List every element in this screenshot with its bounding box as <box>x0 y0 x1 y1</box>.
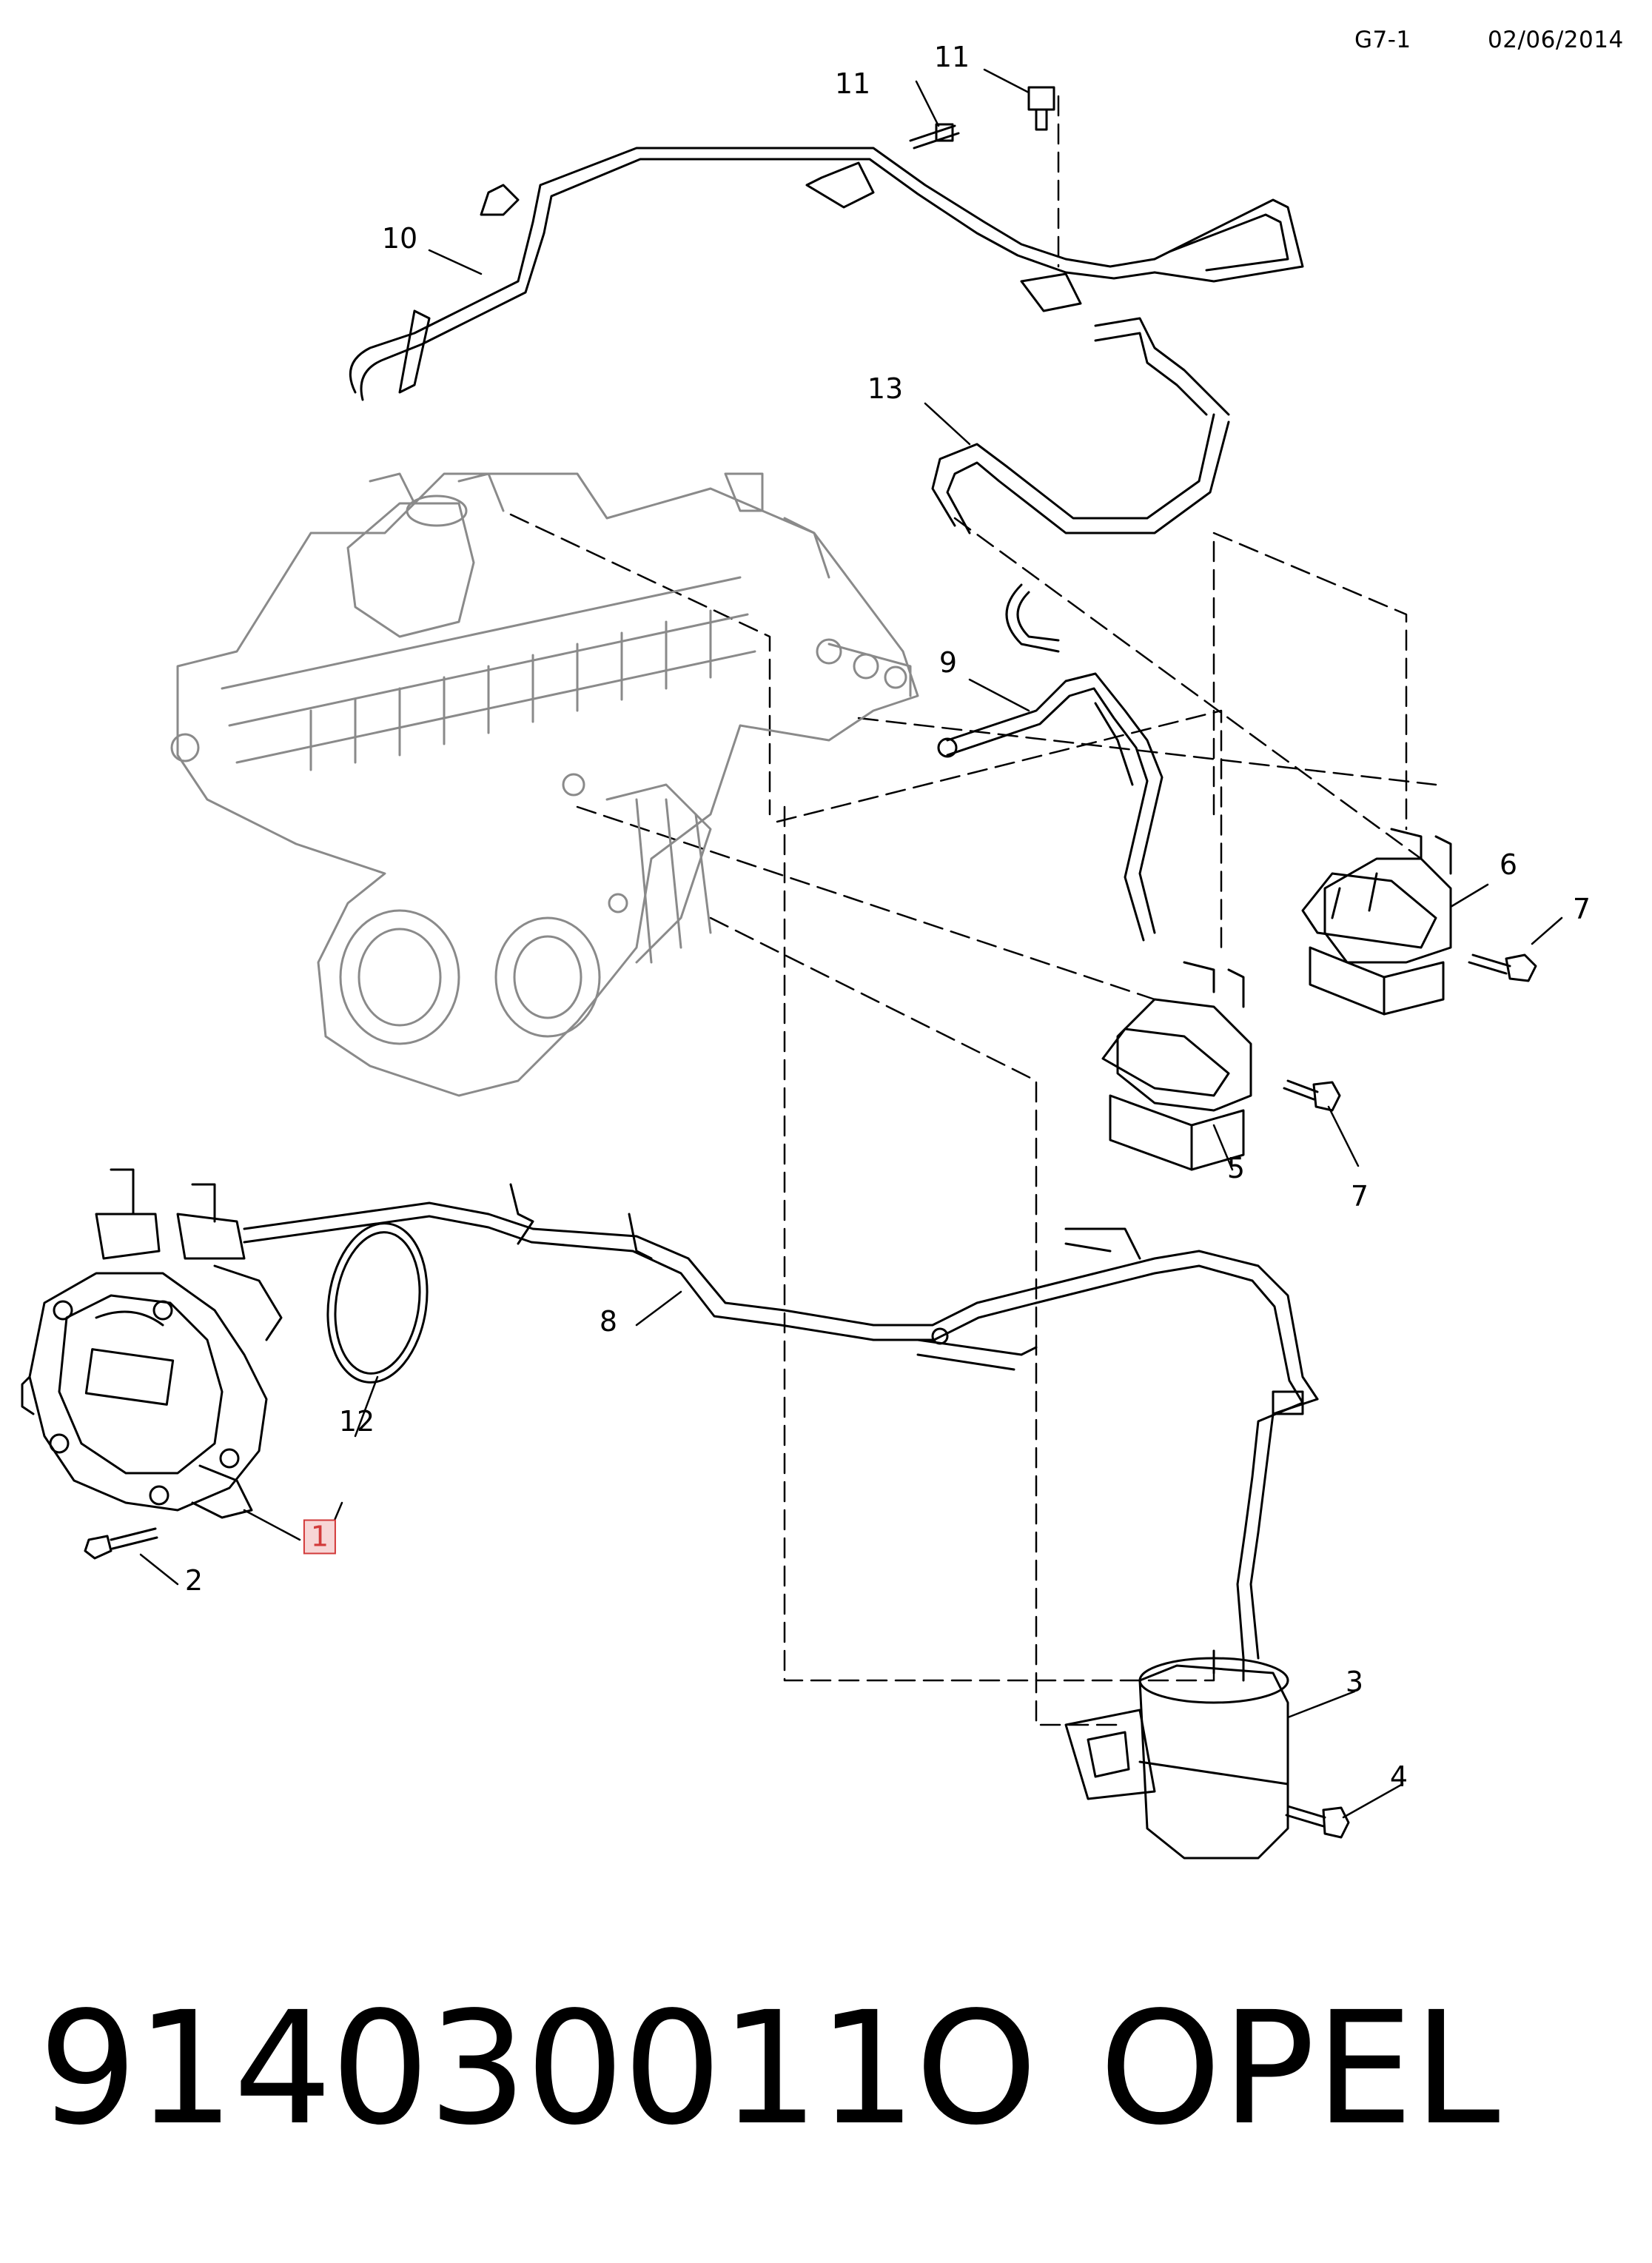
callout-11-left: 11 <box>834 67 871 100</box>
bolt-4 <box>1285 1805 1350 1839</box>
alignment-lines <box>509 95 1437 1726</box>
callout-9: 9 <box>939 646 958 679</box>
vacuum-reservoir-3 <box>1064 1649 1289 1860</box>
callout-12: 12 <box>338 1405 375 1438</box>
callout-6: 6 <box>1499 848 1518 881</box>
callout-13: 13 <box>867 372 904 405</box>
o-ring-12 <box>326 1222 429 1384</box>
callout-2: 2 <box>184 1564 204 1597</box>
callout-7-upper: 7 <box>1572 893 1591 925</box>
callout-5: 5 <box>1226 1152 1246 1184</box>
leader-lines <box>139 68 1563 1819</box>
callout-8: 8 <box>599 1305 618 1338</box>
callout-11-right: 11 <box>933 41 970 73</box>
diagram-date: 02/06/2014 <box>1488 27 1624 53</box>
solenoid-valve-6 <box>1301 828 1452 1016</box>
part-number: 914030011O <box>38 1978 1038 2159</box>
vacuum-hose-13 <box>931 413 1230 653</box>
bolt-11-left <box>909 123 960 150</box>
bolt-7-lower <box>1283 1079 1341 1112</box>
callout-10: 10 <box>381 222 418 255</box>
bolt-7-upper <box>1468 953 1537 982</box>
bolt-2 <box>84 1527 158 1560</box>
callout-3: 3 <box>1345 1666 1364 1698</box>
diagram-code: G7-1 <box>1354 27 1411 53</box>
vacuum-pump-1 <box>21 1168 283 1519</box>
vacuum-hose-9 <box>937 672 1164 942</box>
intake-manifold <box>170 472 919 1097</box>
callout-1[interactable]: 1 <box>303 1519 337 1555</box>
bolt-11-right <box>1027 86 1055 131</box>
vacuum-hose-10 <box>349 147 1304 416</box>
brand-name: OPEL <box>1099 1978 1500 2159</box>
solenoid-valve-5 <box>1101 961 1252 1171</box>
vacuum-hose-8 <box>243 1183 1319 1660</box>
callout-4: 4 <box>1389 1760 1408 1793</box>
callout-7-lower: 7 <box>1350 1180 1369 1213</box>
